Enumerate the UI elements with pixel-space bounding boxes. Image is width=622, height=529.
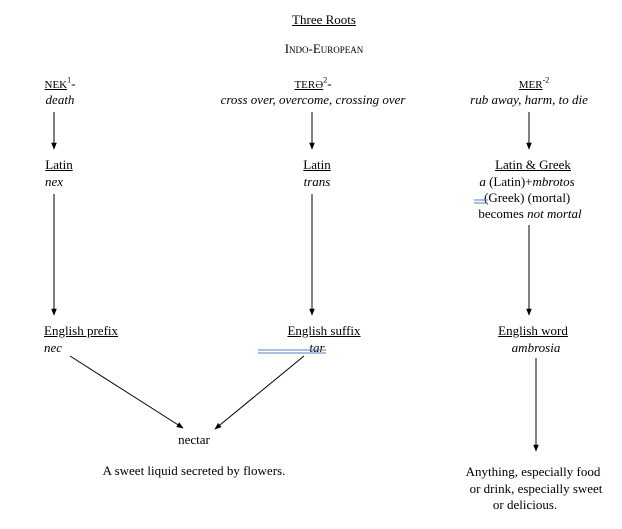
root-mer-meaning: rub away, harm, to die [470, 92, 588, 107]
tere-latin-label: Latin [303, 157, 331, 172]
mer-stage1-becomes: becomes [478, 206, 528, 221]
root-mer-text: MER [518, 79, 543, 91]
proofing-mark-tar [258, 349, 326, 354]
nectar-word: nectar [178, 432, 210, 447]
nek-english-label: English prefix [44, 323, 118, 339]
nek-latin-word: nex [44, 174, 64, 189]
mer-stage1-mbrotos: mbrotos [532, 174, 575, 189]
ambrosia-definition-line3: or delicious. [492, 497, 558, 512]
arrow-nec-to-nectar [69, 355, 184, 429]
tere-english-word: tar [309, 340, 325, 355]
root-tere-sup: 2 [323, 75, 328, 85]
root-mer-prefix-sup: - [542, 75, 546, 85]
mer-stage1-line1: a (Latin)+mbrotos [479, 174, 574, 190]
nek-english-word: nec [44, 340, 63, 355]
diagram-subtitle: Indo-European [284, 41, 364, 56]
tere-latin-word: trans [303, 174, 331, 189]
mer-stage1-latin: (Latin)+ [485, 174, 533, 189]
proofing-mark-greek [474, 199, 488, 204]
ambrosia-definition-line1: Anything, especially food [465, 464, 601, 479]
root-tere-text: TERƏ [294, 79, 324, 91]
nectar-definition: A sweet liquid secreted by flowers. [102, 463, 286, 478]
diagram-title: Three Roots [292, 12, 356, 27]
mer-english-label: English word [498, 323, 568, 338]
ambrosia-definition-line2: or drink, especially sweet [469, 481, 603, 496]
root-nek: NEK1- [45, 76, 76, 93]
mer-latin-greek-label: Latin & Greek [495, 157, 571, 172]
arrow-tar-to-nectar [214, 355, 305, 430]
root-nek-text: NEK [44, 79, 68, 91]
mer-stage1-not-mortal: not mortal [527, 206, 582, 221]
root-nek-suffix: - [71, 76, 76, 91]
nek-english-label-text: English prefix [44, 323, 119, 338]
root-tere-suffix: - [327, 76, 332, 91]
mer-stage1-line2: (Greek) (mortal) [484, 190, 571, 205]
mer-stage1-line3: becomes not mortal [478, 206, 581, 222]
tere-english-label: English suffix [287, 323, 361, 338]
root-nek-meaning: death [45, 92, 75, 107]
mer-stage1-a: a [479, 174, 486, 189]
root-tere: TERƏ2- [294, 76, 331, 93]
mer-english-word: ambrosia [511, 340, 561, 355]
root-mer: MER-2 [519, 76, 550, 93]
nek-latin-label: Latin [45, 157, 73, 172]
root-tere-meaning: cross over, overcome, crossing over [220, 92, 406, 107]
root-nek-sup: 1 [67, 75, 72, 85]
root-mer-sup: 2 [545, 75, 550, 85]
